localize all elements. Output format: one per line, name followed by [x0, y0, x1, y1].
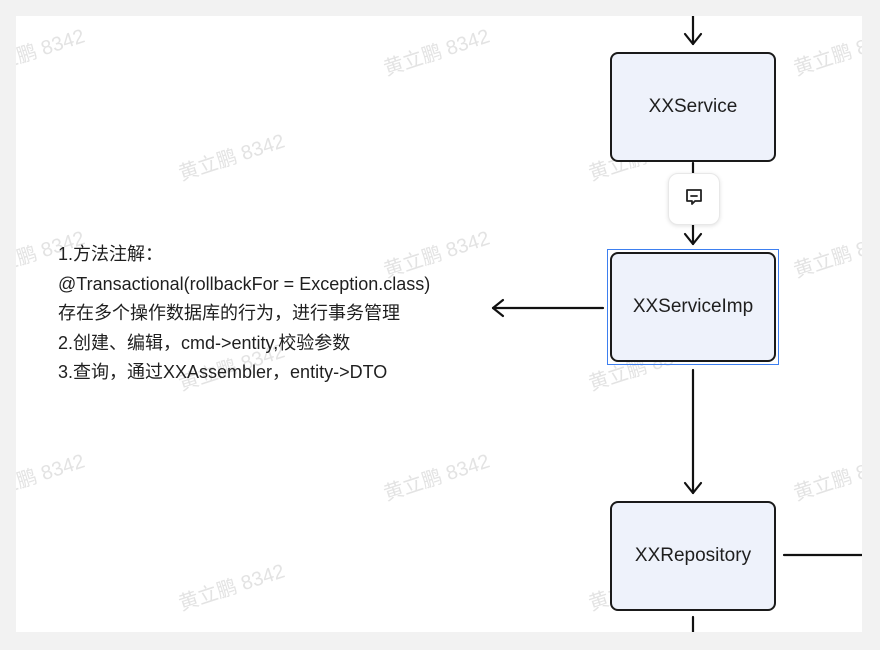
comment-icon — [683, 186, 705, 213]
node-label: XXService — [648, 96, 738, 117]
note-line: 存在多个操作数据库的行为，进行事务管理 — [58, 303, 400, 323]
note-line: 3.查询，通过XXAssembler，entity->DTO — [58, 362, 388, 382]
note-line: @Transactional(rollbackFor = Exception.c… — [58, 273, 431, 294]
annotation-note[interactable]: 1.方法注解： @Transactional(rollbackFor = Exc… — [58, 240, 430, 388]
arrowhead — [683, 32, 703, 46]
note-line: 1.方法注解： — [58, 244, 164, 264]
comment-button[interactable] — [668, 173, 720, 225]
arrowhead — [683, 232, 703, 246]
node-label: XXServiceImp — [632, 296, 754, 317]
arrowhead — [683, 481, 703, 495]
node-label: XXRepository — [634, 545, 752, 566]
arrowhead — [491, 298, 505, 318]
node-xxrepository[interactable]: XXRepository — [610, 501, 776, 611]
diagram-canvas[interactable]: 黄立鹏 8342 黄立鹏 8342 黄立鹏 8342 黄立鹏 8342 黄立鹏 … — [16, 16, 862, 632]
node-xxservice[interactable]: XXService — [610, 52, 776, 162]
node-xxserviceimp[interactable]: XXServiceImp — [610, 252, 776, 362]
note-line: 2.创建、编辑，cmd->entity,校验参数 — [58, 332, 351, 353]
